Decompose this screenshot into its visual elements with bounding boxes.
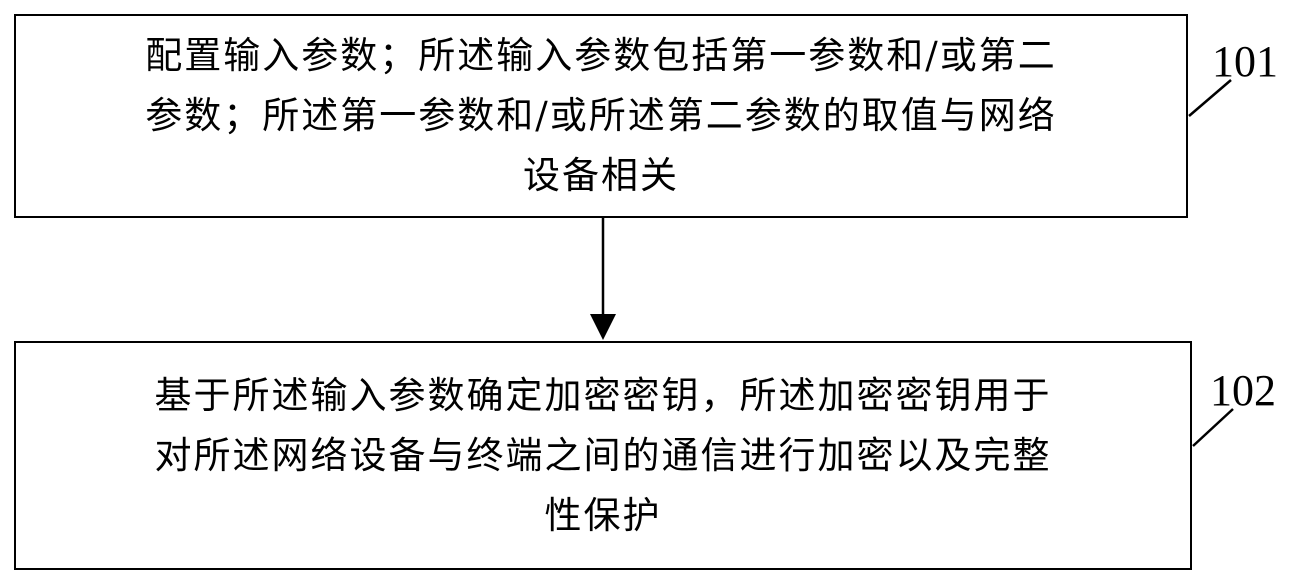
step-text-102: 基于所述输入参数确定加密密钥，所述加密密钥用于 对所述网络设备与终端之间的通信进… — [154, 373, 1052, 537]
leader-line-102 — [1192, 408, 1234, 447]
step-box-101: 配置输入参数；所述输入参数包括第一参数和/或第二 参数；所述第一参数和/或所述第… — [14, 14, 1188, 218]
leader-line-101 — [1188, 79, 1232, 117]
step-box-102: 基于所述输入参数确定加密密钥，所述加密密钥用于 对所述网络设备与终端之间的通信进… — [14, 341, 1192, 570]
flow-arrow-head — [590, 314, 616, 340]
step-label-101: 101 — [1212, 37, 1278, 86]
step-label-102: 102 — [1210, 366, 1276, 415]
step-text-101: 配置输入参数；所述输入参数包括第一参数和/或第二 参数；所述第一参数和/或所述第… — [145, 34, 1057, 197]
